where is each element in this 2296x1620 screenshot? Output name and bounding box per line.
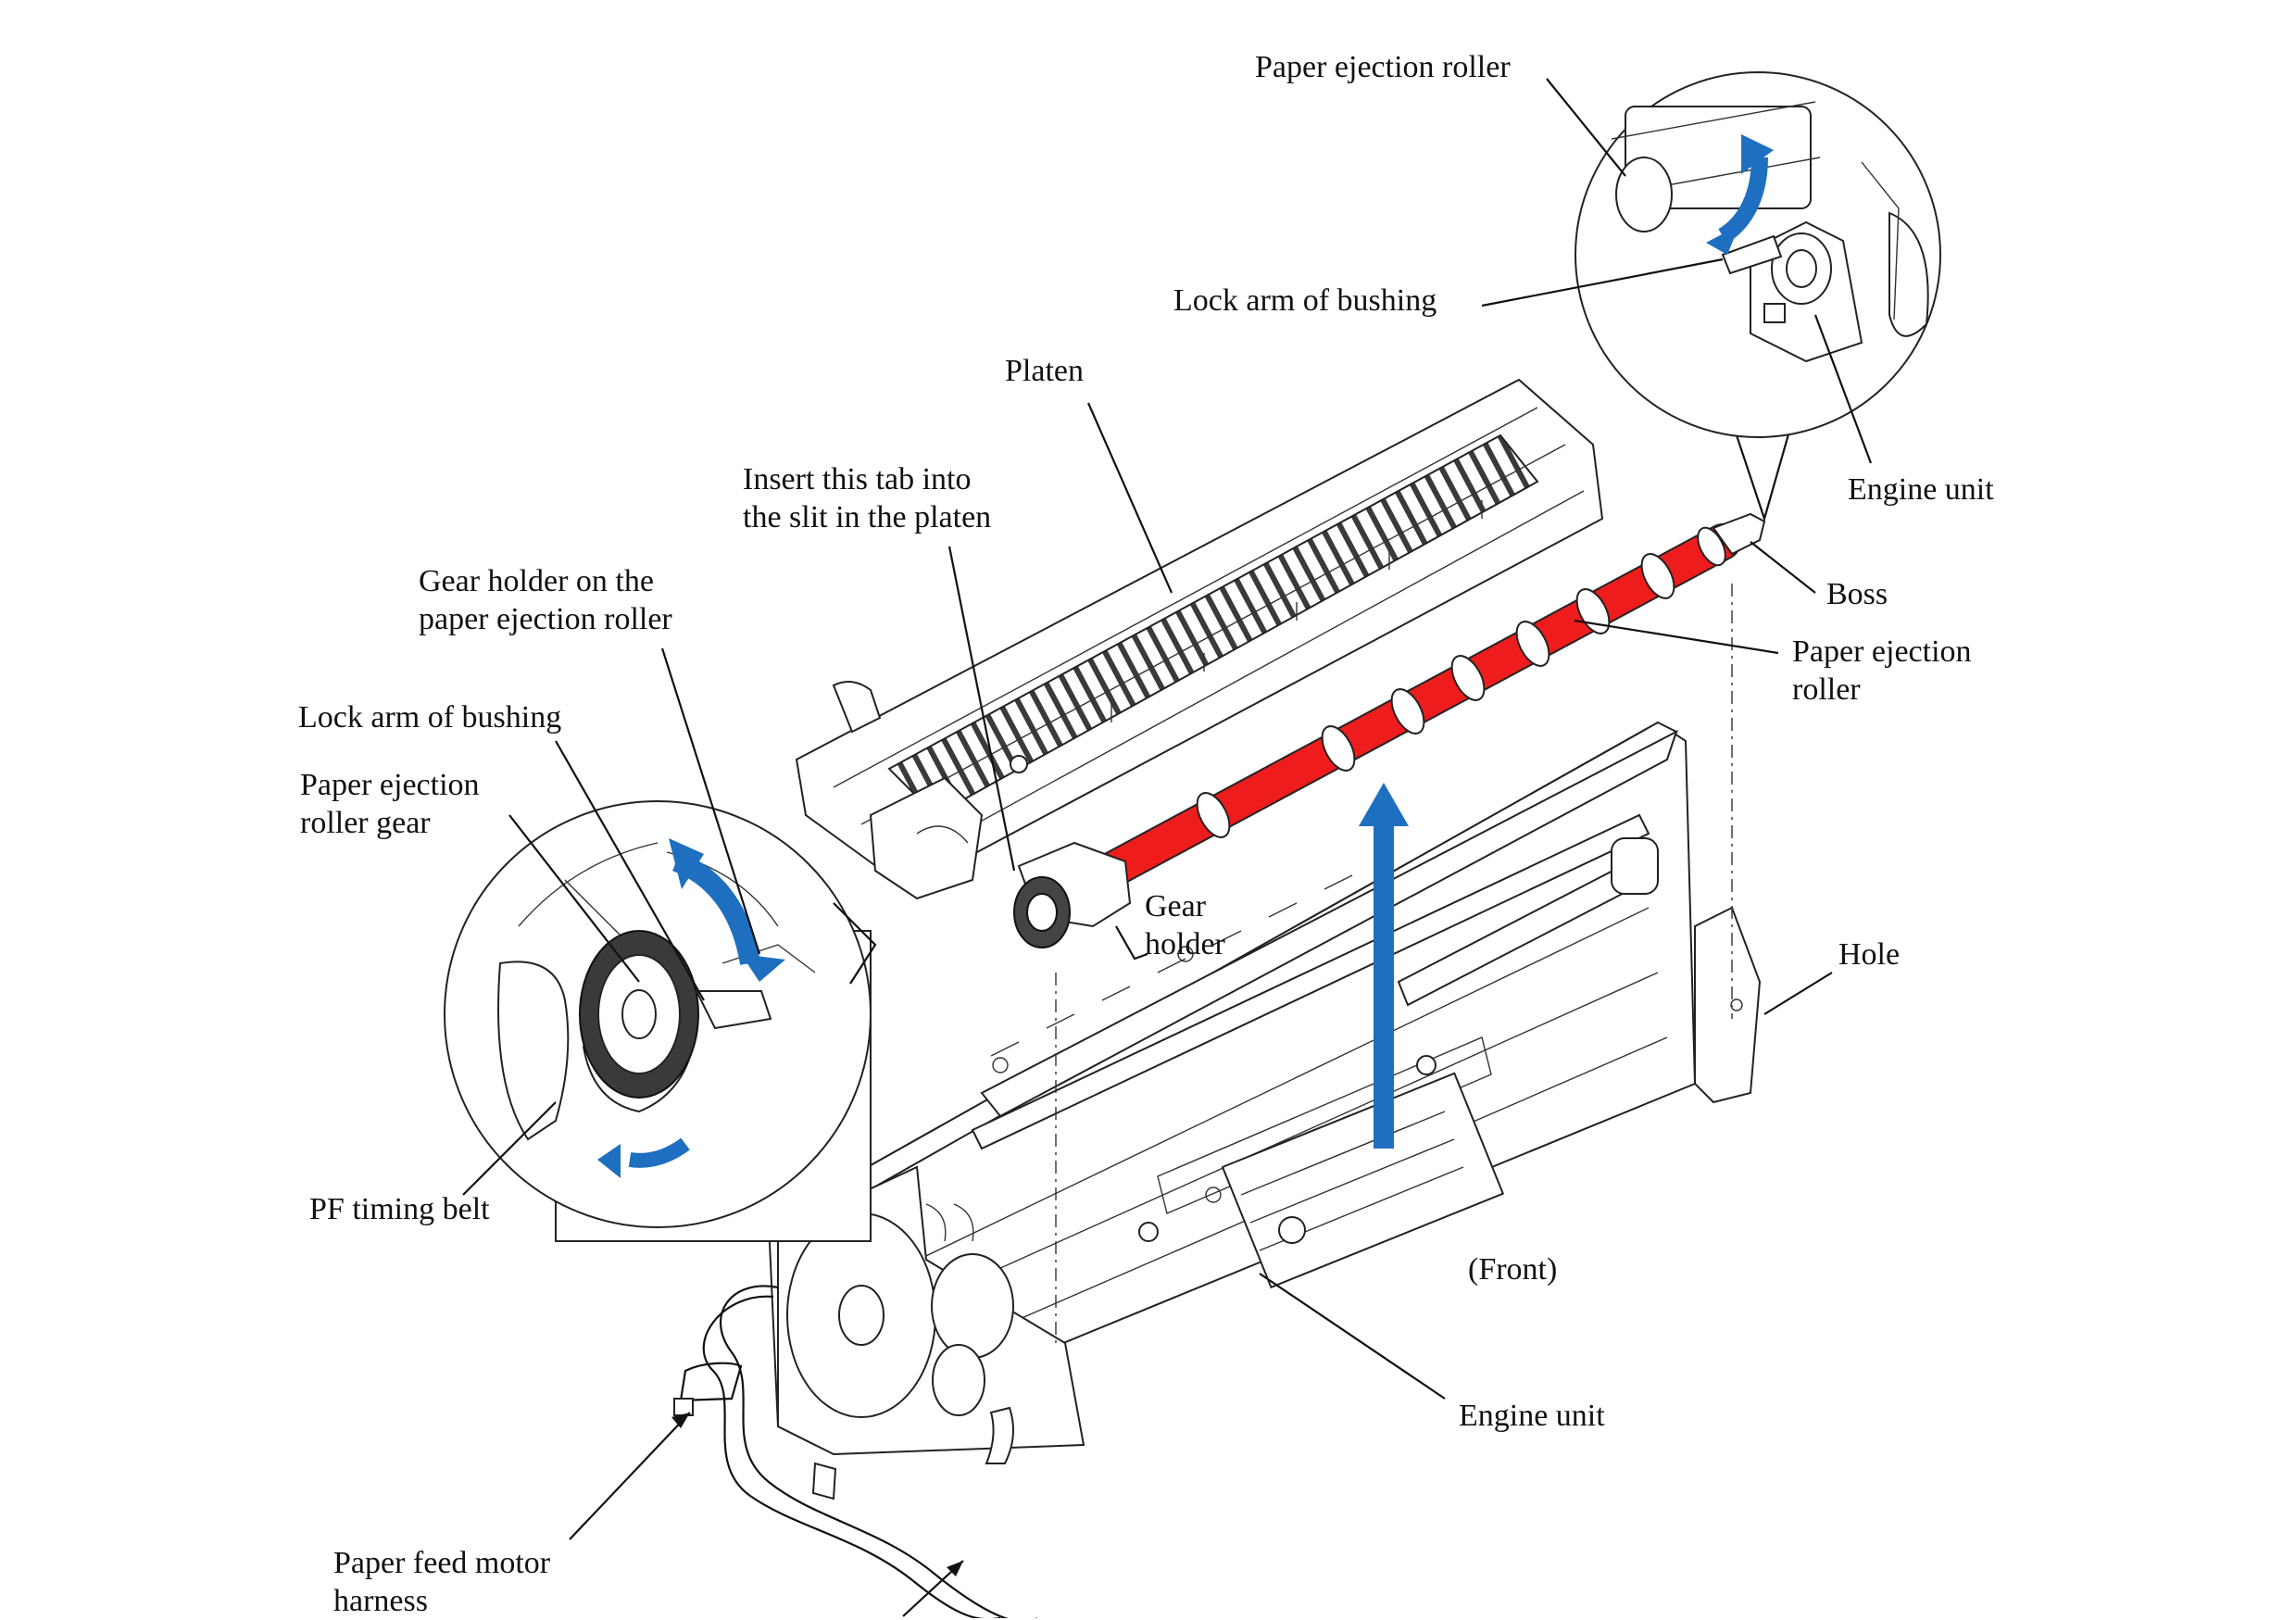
- top-right-detail-inset: [1575, 71, 1941, 522]
- engine-unit-chassis: [767, 584, 1762, 1464]
- label-hole: Hole: [1838, 937, 1901, 972]
- label-front: (Front): [1468, 1252, 1558, 1287]
- label-platen: Platen: [1005, 354, 1084, 388]
- platen-part: [795, 378, 1604, 900]
- paper-feed-motor-harness: [673, 1285, 1037, 1618]
- label-inset-paper-ejection-roller: Paper ejection roller: [1255, 50, 1511, 84]
- label-boss: Boss: [1826, 577, 1888, 611]
- paper-ejection-roller-part: [1013, 512, 1766, 961]
- label-pf-timing-belt: PF timing belt: [309, 1192, 490, 1226]
- label-inset-lock-arm: Lock arm of bushing: [1173, 283, 1437, 318]
- label-lock-arm-left: Lock arm of bushing: [298, 700, 562, 735]
- left-detail-inset: [444, 800, 877, 1242]
- label-inset-engine-unit: Engine unit: [1848, 472, 1994, 507]
- leader-lines: [462, 78, 1873, 1617]
- lift-arrow: [1359, 783, 1409, 1149]
- label-engine-unit: Engine unit: [1459, 1399, 1605, 1433]
